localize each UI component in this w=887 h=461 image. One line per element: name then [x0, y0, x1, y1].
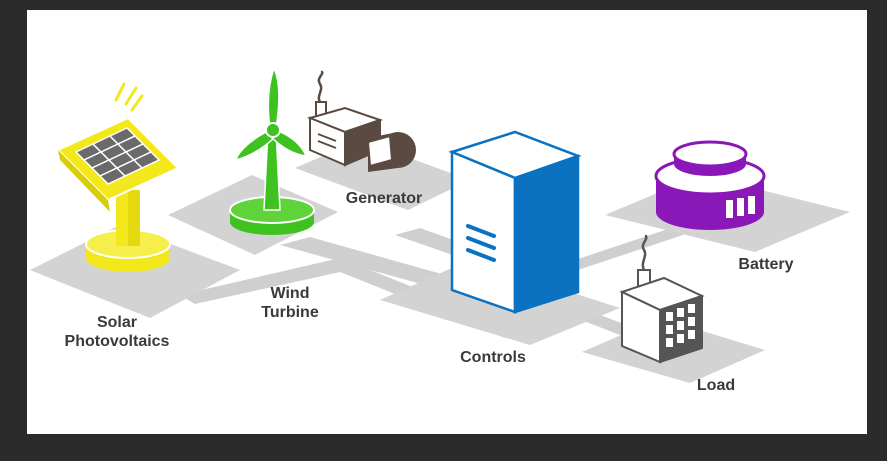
battery-label: Battery	[738, 256, 794, 273]
path-solar-controls	[180, 258, 520, 338]
generator-label: Generator	[345, 190, 423, 207]
building-icon	[619, 234, 705, 364]
path-controls-battery	[560, 225, 692, 272]
battery-icon	[654, 140, 766, 230]
controls-cabinet-icon	[448, 130, 582, 314]
path-wind-controls	[280, 237, 470, 292]
controls-label: Controls	[460, 349, 526, 366]
wind-turbine-icon	[229, 65, 315, 235]
solar-label-line2: Photovoltaics	[64, 333, 170, 350]
solar-label-line1: Solar	[96, 314, 137, 331]
solar-panel-icon	[56, 82, 180, 272]
sun-rays-icon	[114, 82, 144, 112]
load-label: Load	[696, 377, 736, 394]
generator-icon	[306, 70, 416, 172]
wind-label: Wind Turbine	[248, 284, 332, 322]
vent-lines-icon	[466, 224, 496, 262]
wind-label-line1: Wind	[270, 285, 310, 302]
wind-label-line2: Turbine	[261, 304, 319, 321]
solar-label: Solar Photovoltaics	[52, 313, 182, 351]
